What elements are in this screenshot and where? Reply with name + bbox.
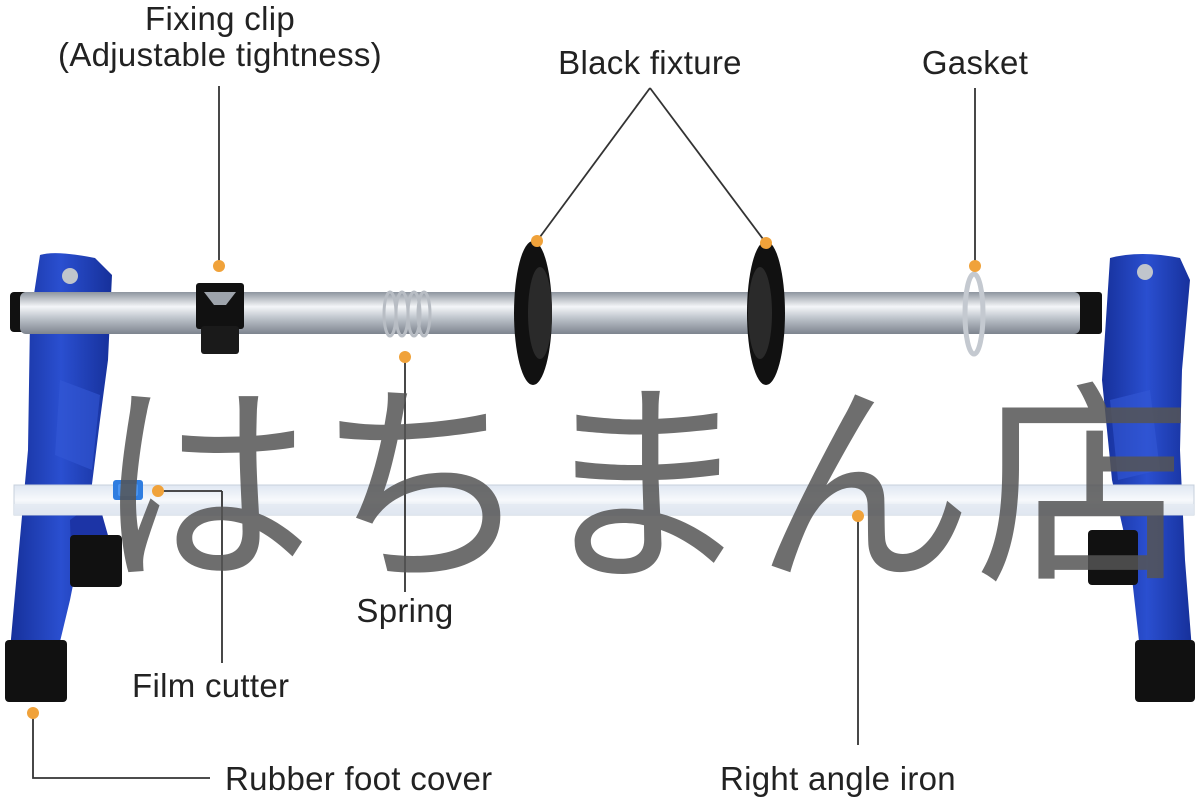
black-fixture-right — [747, 241, 785, 385]
label-black-fixture: Black fixture — [558, 44, 742, 81]
spring-part — [382, 290, 432, 338]
marker-black-fixture-right — [760, 237, 772, 249]
marker-fixing-clip — [213, 260, 225, 272]
leader-lines — [32, 86, 976, 779]
label-right-angle-iron: Right angle iron — [720, 760, 956, 797]
watermark-text: はちまん店 — [95, 363, 1195, 616]
label-rubber-foot-cover: Rubber foot cover — [225, 760, 493, 797]
marker-rubber-foot — [27, 707, 39, 719]
marker-gasket — [969, 260, 981, 272]
left-stand — [5, 253, 122, 702]
marker-film-cutter — [152, 485, 164, 497]
markers — [27, 235, 981, 719]
marker-black-fixture-left — [531, 235, 543, 247]
label-gasket: Gasket — [921, 44, 1029, 81]
label-fixing-clip-note: (Adjustable tightness) — [58, 36, 382, 73]
label-film-cutter: Film cutter — [132, 667, 290, 704]
label-fixing-clip: Fixing clip — [144, 0, 295, 37]
label-spring: Spring — [356, 592, 454, 629]
marker-right-angle-iron — [852, 510, 864, 522]
gasket-part — [962, 271, 986, 357]
marker-spring — [399, 351, 411, 363]
right-stand — [1062, 254, 1195, 702]
black-fixture-left — [514, 241, 552, 385]
film-cutter-part — [113, 480, 143, 500]
fixing-clip-part — [196, 283, 244, 354]
